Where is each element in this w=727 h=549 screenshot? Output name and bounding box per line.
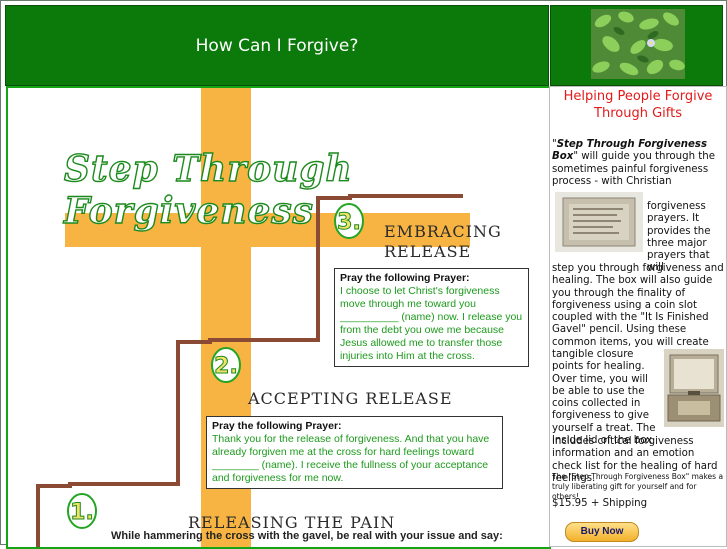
step-3-heading-line2: RELEASE [384,242,472,261]
step-2-prayer-heading: Pray the following Prayer: [212,420,342,432]
intro-rest: " will guide you through the sometimes p… [552,151,715,187]
product-name: Step Through Forgiveness Box [552,139,708,163]
forgiveness-box-image [555,192,643,252]
cross-horizontal-beam [65,213,470,247]
product-tagline: The "Step Through Forgiveness Box" makes… [552,472,724,501]
step-number-badge-icon: 3. [333,202,365,240]
page-title: How Can I Forgive? [195,35,359,56]
product-text-wrap1: forgiveness prayers. It provides the thr… [647,201,711,274]
step-2-prayer-body: Thank you for the release of forgiveness… [212,433,490,484]
step-2-heading: ACCEPTING RELEASE [248,389,453,408]
step-3-heading-line1: EMBRACING [384,222,502,241]
open-box-image [664,349,724,427]
forgiveness-artwork: Step Through Forgiveness 3. EMBRACING RE… [6,86,551,549]
step-3-prayer-body: I choose to let Christ's forgiveness mov… [340,285,523,362]
sidebar: Helping People Forgive Through Gifts "St… [549,86,727,547]
step-3-prayer-heading: Pray the following Prayer: [340,272,470,284]
step-2-prayer-box: Pray the following Prayer: Thank you for… [206,416,503,489]
sidebar-heading: Helping People Forgive Through Gifts [563,89,713,121]
product-price: $15.95 + Shipping [552,498,648,509]
step-number-badge-icon: 2. [210,346,242,384]
product-text-end: includes critical forgiveness informatio… [552,436,718,484]
header-photo-panel [550,5,723,86]
product-intro: "Step Through Forgiveness Box" will guid… [552,139,724,188]
product-text-main: step you through forgiveness and healing… [552,263,724,348]
step-1-number: 1. [70,500,94,525]
gavel-instruction: While hammering the cross with the gavel… [111,530,503,542]
product-text-wrap2: tangible closure points for healing. Ove… [552,349,656,447]
artwork-title: Step Through Forgiveness [63,147,353,232]
step-1-heading: RELEASING THE PAIN [188,513,396,532]
step-3-number: 3. [337,210,361,235]
buy-now-button[interactable]: Buy Now [565,522,639,542]
quote-open: " [552,139,557,150]
staircase-line [36,194,463,547]
step-2-number: 2. [214,354,238,379]
step-number-badge-icon: 1. [66,492,98,530]
step-3-prayer-box: Pray the following Prayer: I choose to l… [334,268,529,367]
site-header: How Can I Forgive? [5,5,549,86]
leaf-photo-icon [591,9,685,79]
